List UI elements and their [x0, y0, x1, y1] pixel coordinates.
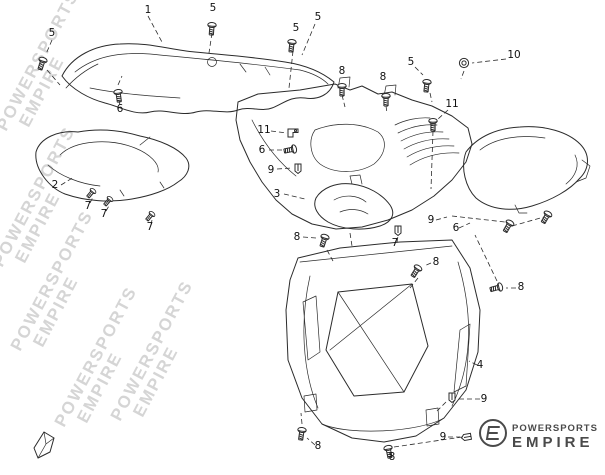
brand-name-bottom: EMPIRE	[512, 434, 594, 451]
callout-label-6: 6	[259, 144, 266, 156]
bolt-icon	[500, 218, 516, 235]
callout-label-7: 7	[147, 221, 154, 233]
callout-label-7: 7	[392, 237, 399, 249]
bolt-icon	[112, 88, 125, 103]
callout-label-6: 6	[117, 103, 124, 115]
bolt-icon	[408, 263, 424, 280]
bolt-icon	[538, 209, 554, 226]
callout-label-10: 10	[507, 49, 520, 61]
callout-label-7: 7	[85, 200, 92, 212]
clip-icon	[460, 432, 472, 442]
brand-logo: POWERSPORTS EMPIRE	[479, 419, 598, 451]
orientation-indicator-icon	[33, 431, 55, 459]
callout-label-3: 3	[274, 188, 281, 200]
center-panel-part	[235, 76, 473, 230]
callout-label-8: 8	[380, 71, 387, 83]
watermark: POWERSPORTS EMPIRE	[0, 123, 79, 270]
clip-icon	[448, 392, 456, 403]
callout-label-5: 5	[210, 2, 217, 14]
callout-label-5: 5	[49, 27, 56, 39]
bolt-icon	[488, 281, 505, 295]
callout-label-4: 4	[477, 359, 484, 371]
callout-label-5: 5	[315, 11, 322, 23]
bolt-icon	[282, 143, 298, 156]
callout-label-9: 9	[428, 214, 435, 226]
bolt-icon	[317, 232, 331, 249]
callout-label-5: 5	[408, 56, 415, 68]
clip-icon	[394, 225, 402, 236]
nut-icon	[458, 57, 470, 69]
bracket-icon	[287, 128, 299, 138]
bolt-icon	[286, 38, 297, 53]
bolt-icon	[295, 426, 308, 441]
brand-logo-glyph	[485, 426, 500, 440]
callout-label-8: 8	[339, 65, 346, 77]
callout-label-7: 7	[101, 208, 108, 220]
brand-logo-icon	[479, 419, 507, 447]
callout-label-11: 11	[257, 124, 270, 136]
callout-label-6: 6	[453, 222, 460, 234]
callout-label-8: 8	[315, 440, 322, 452]
front-bumper-part	[285, 239, 481, 443]
brand-name-top: POWERSPORTS	[512, 423, 598, 434]
guard-bracket-part	[314, 174, 394, 230]
callout-label-9: 9	[268, 164, 275, 176]
callout-label-1: 1	[145, 4, 152, 16]
callout-label-11: 11	[445, 98, 458, 110]
callout-label-8: 8	[294, 231, 301, 243]
front-fender-part	[61, 43, 335, 115]
bolt-icon	[421, 78, 432, 93]
callout-label-9: 9	[440, 431, 447, 443]
clip-icon	[294, 163, 302, 174]
callout-label-8: 8	[433, 256, 440, 268]
callout-label-2: 2	[52, 179, 59, 191]
callout-label-8: 8	[389, 451, 396, 463]
rear-fender-part	[463, 126, 591, 214]
bolt-icon	[337, 83, 347, 97]
callout-label-9: 9	[481, 393, 488, 405]
bolt-icon	[84, 186, 98, 200]
watermark: POWERSPORTS EMPIRE	[0, 0, 83, 134]
callout-label-8: 8	[518, 281, 525, 293]
callout-label-5: 5	[293, 22, 300, 34]
bolt-icon	[381, 93, 391, 107]
leader-lines	[45, 15, 545, 456]
